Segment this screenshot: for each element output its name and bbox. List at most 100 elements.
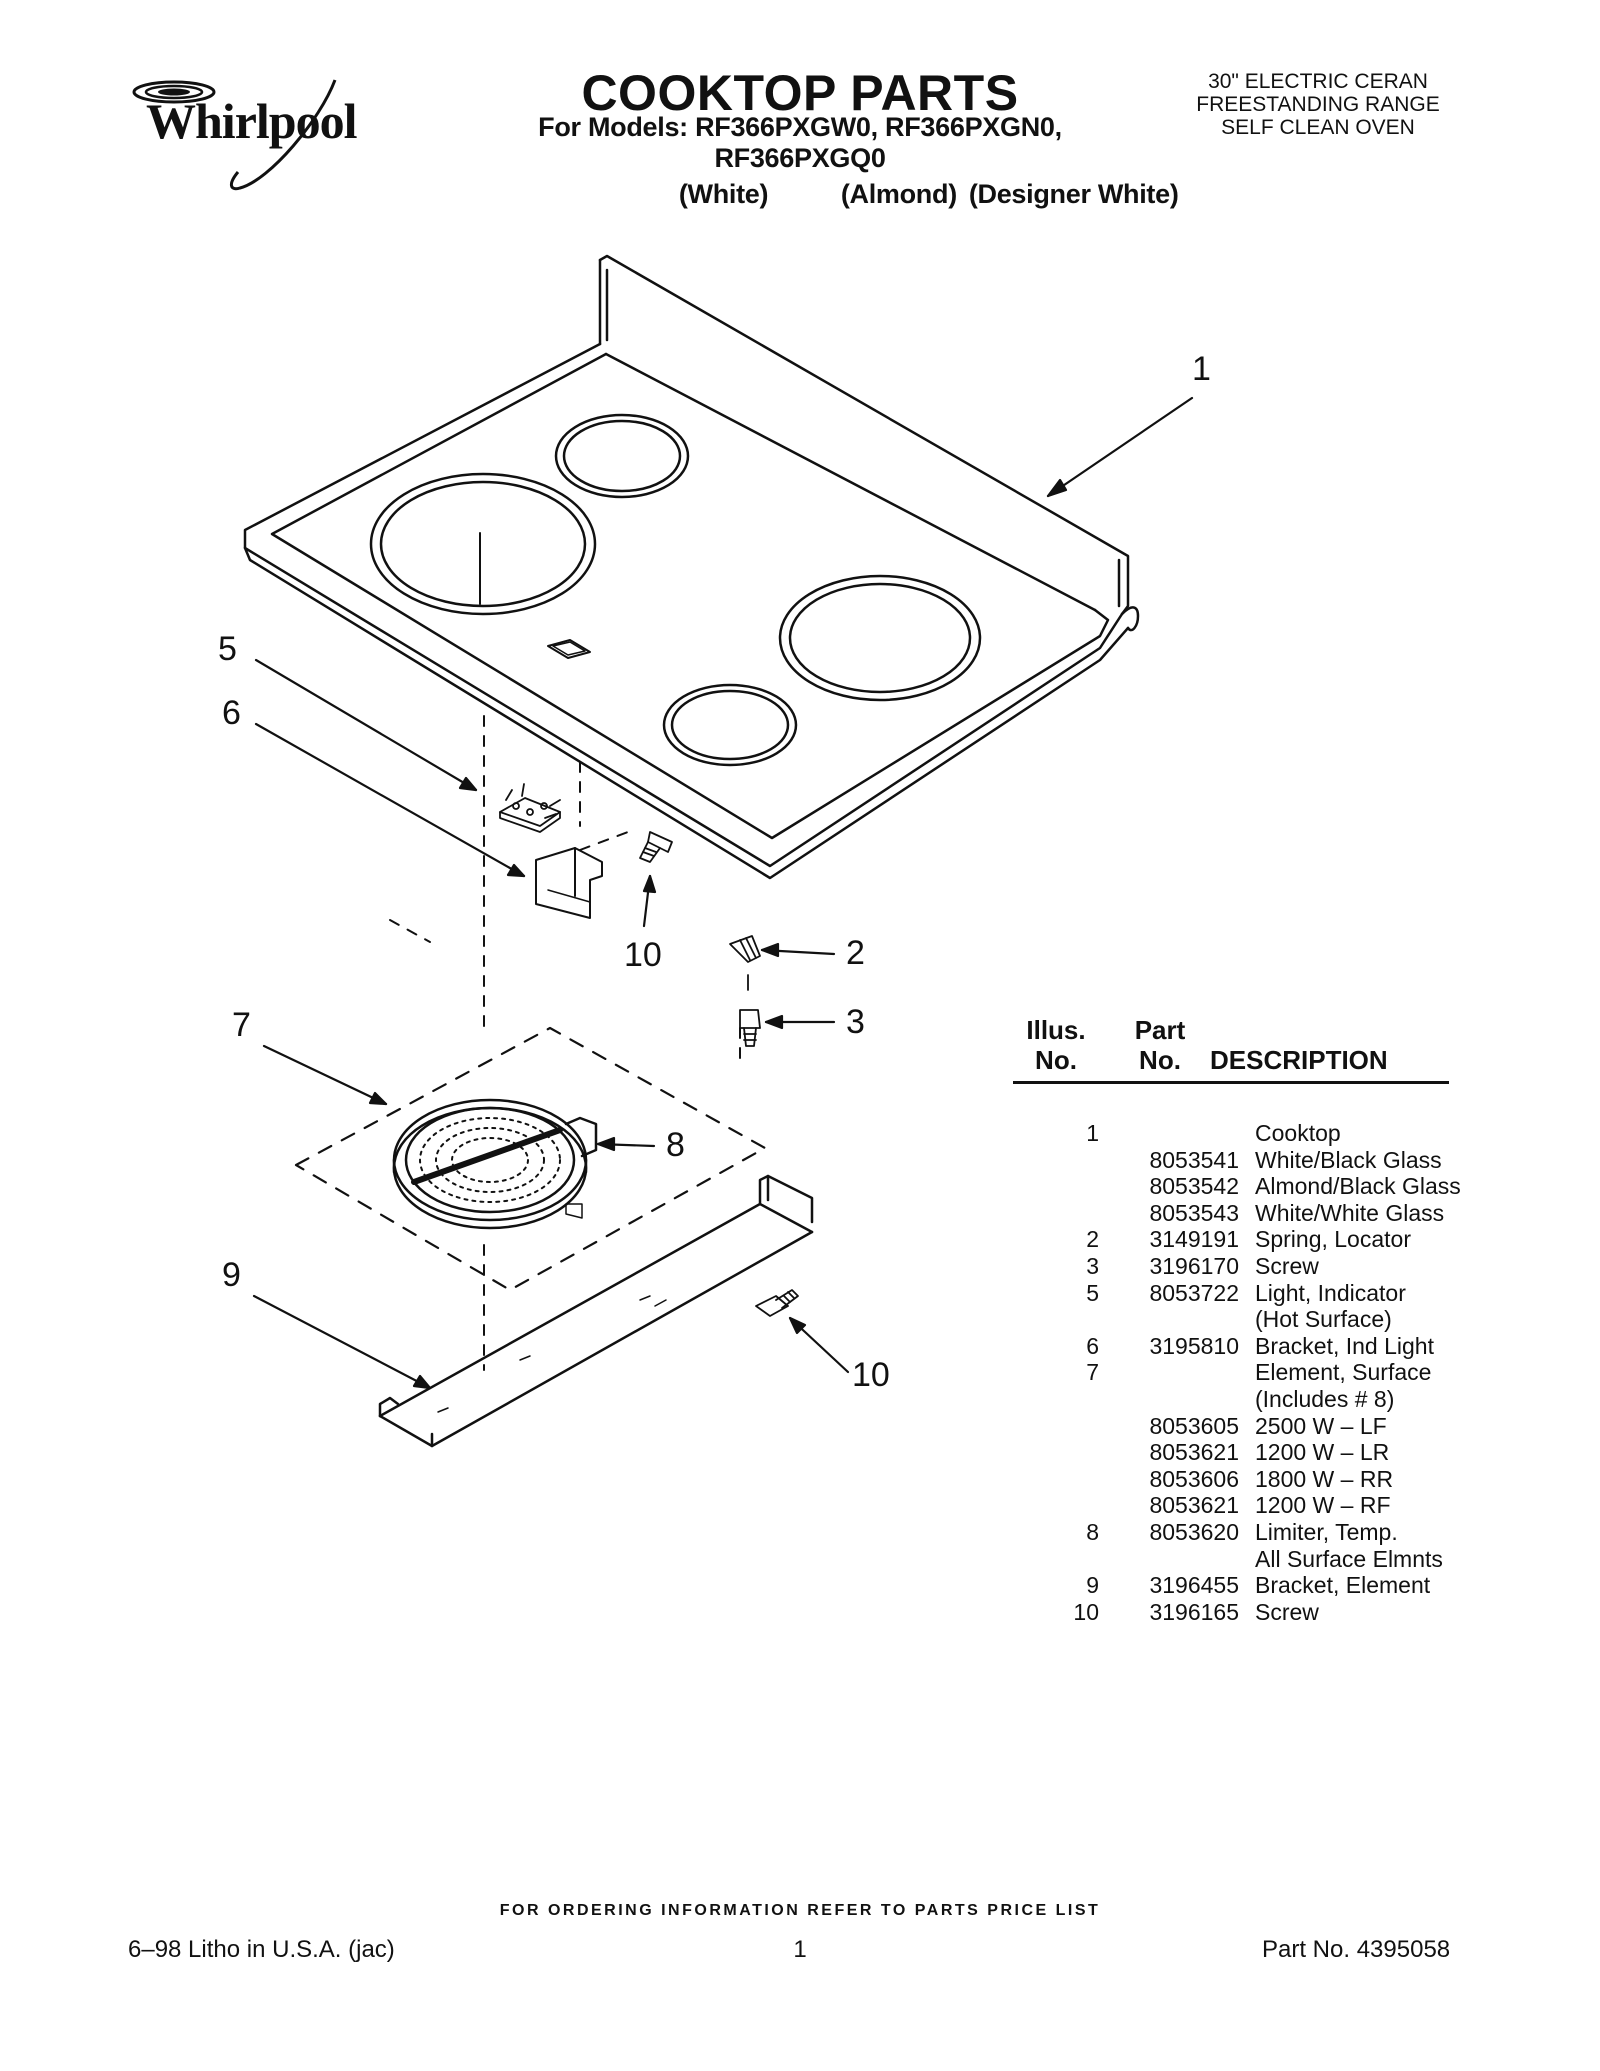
description-cell: White/White Glass: [1255, 1199, 1445, 1226]
illus-cell: [1013, 1439, 1099, 1466]
illus-cell: [1013, 1147, 1099, 1174]
illus-header: Illus. No.: [1013, 1015, 1099, 1075]
callout-5: 5: [218, 630, 237, 668]
parts-table-row: 8053543 White/White Glass: [1013, 1200, 1473, 1227]
parts-table-row: 8053542 Almond/Black Glass: [1013, 1173, 1473, 1200]
part-number-cell: 8053543: [1149, 1199, 1239, 1226]
description-cell: (Includes # 8): [1255, 1385, 1395, 1412]
illus-cell: 3: [1086, 1252, 1099, 1279]
illus-cell: 8: [1086, 1518, 1099, 1545]
parts-table-row: 3 3196170 Screw: [1013, 1253, 1473, 1280]
description-cell: (Hot Surface): [1255, 1306, 1392, 1333]
part-number-cell: 8053541: [1149, 1146, 1239, 1173]
illus-cell: [1013, 1306, 1099, 1333]
cooktop-part: [243, 254, 1140, 880]
element-bracket-part: [378, 1174, 814, 1448]
illus-cell: [1013, 1386, 1099, 1413]
indicator-light-part: [499, 783, 561, 833]
whirlpool-swirl-logo-icon: [132, 79, 337, 191]
part-number-cell: 8053542: [1149, 1173, 1239, 1200]
illus-header-line: Illus.: [1026, 1015, 1086, 1045]
illus-cell: 1: [1086, 1120, 1099, 1146]
description-cell: Bracket, Ind Light: [1255, 1332, 1434, 1359]
page-number: 1: [793, 1936, 807, 1963]
product-line: FREESTANDING RANGE: [1196, 93, 1440, 116]
parts-table-row: (Hot Surface): [1013, 1306, 1473, 1333]
model-variants: (White) (Almond) (Designer White): [650, 148, 1179, 241]
part-number-cell: 3196170: [1149, 1252, 1239, 1279]
part-number-cell: [1099, 1359, 1243, 1386]
illus-cell: 5: [1086, 1279, 1099, 1306]
callout-9: 9: [222, 1256, 241, 1294]
screw-part: [639, 831, 673, 863]
description-cell: Screw: [1255, 1252, 1319, 1279]
variant-designer-white: (Designer White): [968, 179, 1179, 209]
illus-cell: [1013, 1413, 1099, 1440]
parts-table-row: 8 8053620 Limiter, Temp.: [1013, 1519, 1473, 1546]
illus-cell: 7: [1086, 1359, 1099, 1386]
description-cell: All Surface Elmnts: [1255, 1545, 1443, 1572]
callout-3: 3: [846, 1003, 865, 1041]
description-cell: 1200 W – RF: [1255, 1492, 1391, 1519]
description-cell: 1800 W – RR: [1255, 1465, 1394, 1492]
part-number-cell: 8053722: [1149, 1279, 1239, 1306]
description-cell: Light, Indicator: [1255, 1279, 1406, 1306]
part-number-cell: 3196455: [1149, 1572, 1239, 1599]
callout-1: 1: [1192, 350, 1211, 388]
callout-10-lower: 10: [852, 1356, 890, 1394]
alignment-lines: [389, 715, 741, 1371]
indicator-light-bracket-part: [535, 847, 603, 919]
variant-almond: (Almond): [840, 179, 957, 209]
illus-header-line: No.: [1035, 1045, 1077, 1075]
illus-cell: 9: [1086, 1572, 1099, 1599]
surface-element-dashed-outline: [294, 1026, 767, 1292]
part-number-cell: 8053620: [1149, 1518, 1239, 1545]
description-cell: White/Black Glass: [1255, 1146, 1442, 1173]
models-line: For Models: RF366PXGW0, RF366PXGN0, RF36…: [538, 112, 1062, 173]
callout-2: 2: [846, 934, 865, 972]
description-cell: Spring, Locator: [1255, 1226, 1411, 1253]
screw-part: [739, 1009, 761, 1047]
description-cell: Bracket, Element: [1255, 1572, 1431, 1599]
description-cell: Element, Surface: [1255, 1359, 1432, 1386]
page-title: COOKTOP PARTS: [581, 65, 1019, 121]
parts-table-row: (Includes # 8): [1013, 1386, 1473, 1413]
parts-table-row: All Surface Elmnts: [1013, 1546, 1473, 1573]
part-number-cell: [1099, 1120, 1243, 1147]
part-number-cell: 8053606: [1149, 1465, 1239, 1492]
part-number-cell: 3149191: [1149, 1226, 1239, 1253]
callout-6: 6: [222, 694, 241, 732]
parts-table-row: 5 8053722 Light, Indicator: [1013, 1280, 1473, 1307]
part-number-cell: [1099, 1306, 1243, 1333]
description-cell: 2500 W – LF: [1255, 1412, 1387, 1439]
ordering-note: FOR ORDERING INFORMATION REFER TO PARTS …: [499, 1902, 1101, 1919]
part-header-line: No.: [1139, 1045, 1181, 1075]
part-header-line: Part: [1134, 1015, 1186, 1045]
parts-table-row: 8053606 1800 W – RR: [1013, 1466, 1473, 1493]
spring-locator-part: [729, 935, 761, 991]
product-line: SELF CLEAN OVEN: [1221, 116, 1415, 139]
parts-table-row: 8053541 White/Black Glass: [1013, 1147, 1473, 1174]
part-number-cell: 3196165: [1149, 1598, 1239, 1625]
surface-element-part: [392, 1098, 598, 1230]
description-cell: Limiter, Temp.: [1255, 1518, 1398, 1545]
variant-white: (White): [678, 179, 769, 209]
callout-10-upper: 10: [624, 936, 662, 974]
product-description: 30" ELECTRIC CERAN FREESTANDING RANGE SE…: [1168, 70, 1468, 139]
illus-cell: 6: [1086, 1332, 1099, 1359]
callout-8: 8: [666, 1126, 685, 1164]
part-number-cell: 8053621: [1149, 1439, 1239, 1466]
description-cell: Almond/Black Glass: [1255, 1173, 1461, 1200]
header-rule: [1013, 1081, 1449, 1084]
brand-logo-text: Whirlpool: [146, 93, 357, 149]
